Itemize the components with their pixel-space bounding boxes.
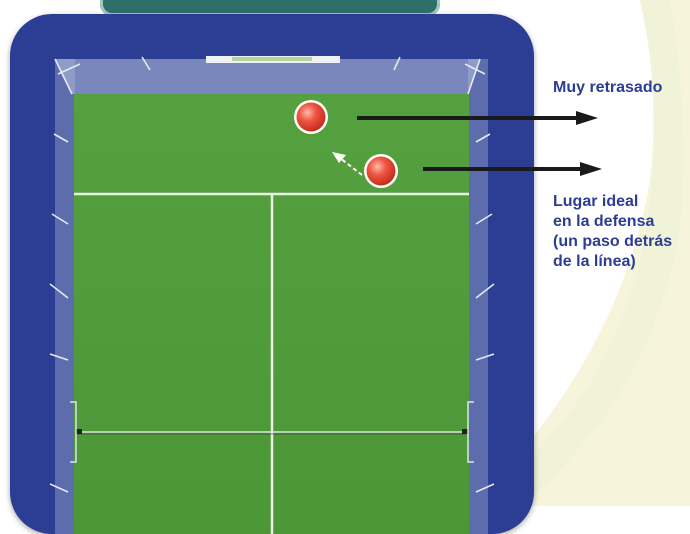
court-drawing bbox=[49, 56, 495, 534]
arrow-icon bbox=[423, 162, 602, 176]
ball-icon bbox=[364, 154, 398, 188]
label-muy-retrasado: Muy retrasado bbox=[553, 79, 663, 96]
arrow-icon bbox=[357, 111, 598, 125]
label-lugar-ideal: Lugar ideal en la defensa (un paso detrá… bbox=[553, 193, 673, 270]
fence-posts bbox=[49, 56, 495, 493]
header-tab bbox=[100, 0, 440, 16]
ball-icon bbox=[294, 100, 328, 134]
movement-arrow-icon bbox=[332, 152, 363, 176]
back-glass-wall bbox=[55, 59, 480, 94]
padel-court bbox=[10, 14, 534, 534]
annotations bbox=[294, 100, 602, 188]
